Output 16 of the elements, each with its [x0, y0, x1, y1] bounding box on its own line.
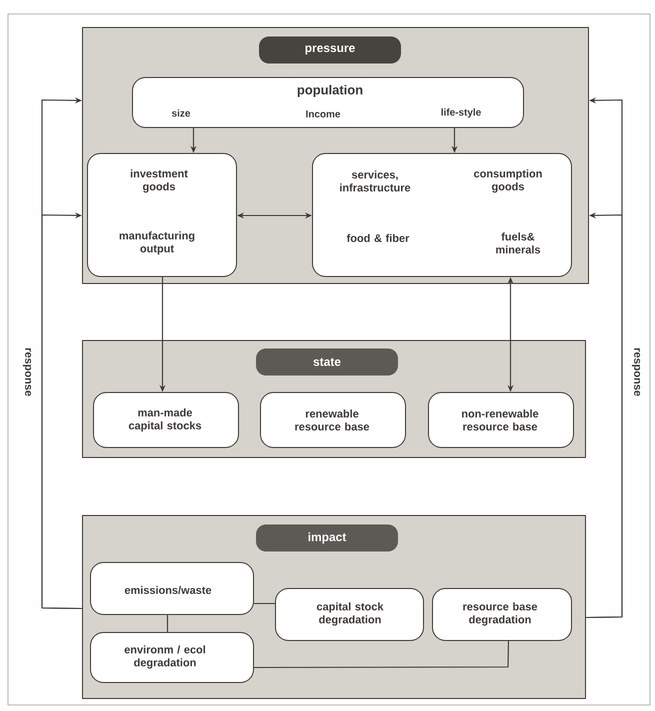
rounded-box: environm / ecol degradation [90, 632, 254, 683]
rounded-box: population size Income life-style [132, 77, 524, 128]
arrow [41, 212, 82, 610]
edge-label: response [22, 346, 32, 398]
rounded-box: services, infrastructure consumption goods food & fiber fuels& minerals [312, 153, 572, 277]
rounded-box: man-made capital stocks [93, 392, 239, 448]
rounded-box: investment goods manufacturing output [87, 153, 237, 277]
heading-pill: pressure [259, 36, 401, 64]
rounded-box: emissions/waste [90, 562, 254, 615]
heading-pill: state [256, 348, 398, 376]
heading-pill: impact [256, 524, 398, 552]
rounded-box: capital stock degradation [275, 588, 424, 641]
rounded-box: non-renewable resource base [428, 392, 574, 448]
rounded-box: resource base degradation [432, 588, 572, 641]
edge-label: response [630, 346, 642, 398]
rounded-box: renewable resource base [260, 392, 406, 448]
